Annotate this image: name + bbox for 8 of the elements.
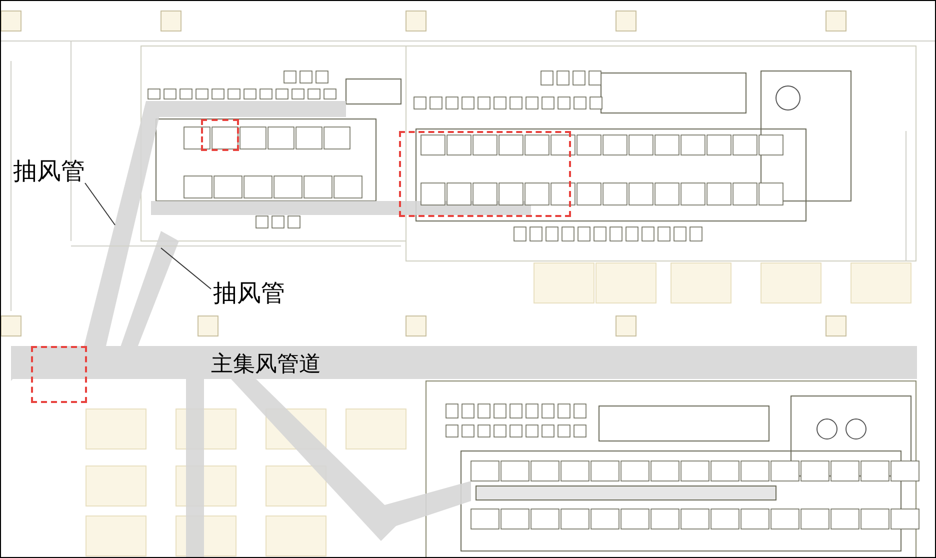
duct-label: 抽风管 <box>213 279 285 307</box>
highlight-box <box>31 346 87 403</box>
leader-line <box>84 182 116 226</box>
duct-label: 抽风管 <box>13 157 85 185</box>
highlight-box <box>399 131 571 217</box>
leader-line <box>160 248 212 290</box>
highlight-box <box>201 119 239 151</box>
main-duct-label: 主集风管道 <box>211 351 321 379</box>
